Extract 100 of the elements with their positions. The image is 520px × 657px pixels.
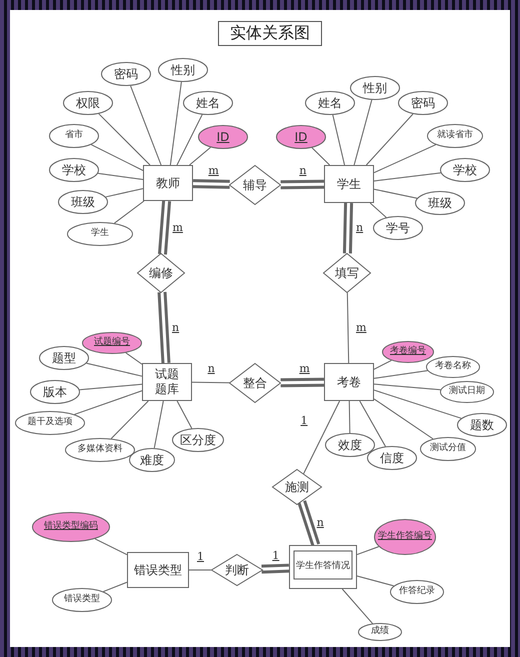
connector-line bbox=[359, 400, 386, 447]
connector-line bbox=[130, 85, 162, 166]
connector-line bbox=[303, 400, 340, 474]
relationship-diamond: 填写 bbox=[323, 253, 371, 293]
entity-box: 错误类型 bbox=[127, 552, 189, 588]
connector-line bbox=[189, 146, 212, 166]
attribute-ellipse: 学校 bbox=[49, 158, 99, 182]
attribute-ellipse: 作答纪录 bbox=[390, 580, 444, 604]
relationship-diamond: 整合 bbox=[229, 363, 281, 403]
attribute-ellipse: 就读省市 bbox=[427, 124, 483, 148]
attribute-ellipse: 学校 bbox=[440, 158, 490, 182]
connector-line bbox=[342, 201, 354, 255]
key-attribute-ellipse: 试题编号 bbox=[82, 332, 142, 354]
cardinality-label: n bbox=[355, 222, 364, 234]
connector-line bbox=[348, 400, 350, 434]
cardinality-label: m bbox=[298, 363, 311, 376]
connector-line bbox=[260, 564, 291, 574]
connector-line bbox=[125, 352, 142, 365]
cardinality-label: 1 bbox=[300, 415, 309, 428]
attribute-ellipse: 难度 bbox=[129, 448, 175, 472]
connector-line bbox=[279, 180, 326, 190]
attribute-ellipse: 班级 bbox=[415, 191, 465, 215]
attribute-ellipse: 学生 bbox=[67, 222, 133, 246]
attribute-ellipse: 题干及选项 bbox=[15, 411, 85, 435]
connector-line bbox=[90, 144, 144, 171]
connector-line bbox=[366, 114, 414, 166]
attribute-ellipse: 错误类型 bbox=[52, 588, 112, 612]
key-attribute-ellipse: 学生作答编号 bbox=[374, 519, 436, 555]
connector-line bbox=[374, 360, 392, 370]
key-attribute-ellipse: 错误类型编码 bbox=[32, 512, 110, 542]
connector-line bbox=[98, 113, 150, 166]
connector-line bbox=[356, 576, 394, 586]
connector-line bbox=[374, 390, 462, 419]
cardinality-label: n bbox=[316, 517, 325, 530]
attribute-ellipse: 区分度 bbox=[172, 428, 224, 452]
connector-line bbox=[279, 378, 326, 388]
connector-line bbox=[102, 582, 128, 592]
connector-line bbox=[94, 538, 128, 556]
attribute-ellipse: 版本 bbox=[30, 380, 80, 404]
relationship-diamond: 判断 bbox=[211, 554, 263, 586]
connector-line bbox=[79, 384, 142, 390]
connector-line bbox=[176, 400, 192, 429]
attribute-ellipse: 效度 bbox=[325, 433, 375, 457]
connector-line bbox=[342, 588, 374, 624]
connector-line bbox=[374, 370, 428, 379]
connector-line bbox=[374, 398, 434, 440]
attribute-ellipse: 题数 bbox=[457, 413, 507, 437]
attribute-ellipse: 学号 bbox=[373, 216, 423, 240]
attribute-ellipse: 省市 bbox=[49, 124, 99, 148]
attribute-ellipse: 班级 bbox=[58, 190, 108, 214]
attribute-ellipse: 密码 bbox=[398, 91, 448, 115]
attribute-ellipse: 测试分值 bbox=[420, 437, 476, 461]
attribute-ellipse: 密码 bbox=[101, 62, 151, 86]
connector-line bbox=[374, 144, 436, 174]
key-attribute-ellipse: ID bbox=[198, 125, 248, 149]
attribute-ellipse: 题型 bbox=[39, 346, 89, 370]
connector-line bbox=[105, 188, 144, 198]
cardinality-label: 1 bbox=[196, 551, 205, 563]
entity-box: 试题题库 bbox=[142, 363, 192, 401]
attribute-ellipse: 权限 bbox=[63, 91, 113, 115]
connector-line bbox=[332, 114, 346, 166]
connector-line bbox=[158, 290, 170, 365]
connector-line bbox=[176, 114, 203, 166]
relationship-diamond: 编修 bbox=[137, 253, 185, 293]
title: 实体关系图 bbox=[218, 21, 322, 46]
connector-line bbox=[374, 188, 418, 199]
connector-line bbox=[110, 400, 149, 440]
cardinality-label: n bbox=[298, 165, 308, 178]
cardinality-label: n bbox=[206, 363, 216, 376]
connector-line bbox=[191, 179, 232, 189]
attribute-ellipse: 性别 bbox=[350, 76, 400, 100]
connector-line bbox=[74, 390, 142, 415]
entity-box: 学生 bbox=[324, 165, 374, 203]
attribute-ellipse: 姓名 bbox=[305, 91, 355, 115]
relationship-diamond: 辅导 bbox=[229, 165, 281, 205]
connector-line bbox=[354, 99, 372, 166]
attribute-ellipse: 信度 bbox=[367, 446, 417, 470]
connector-line bbox=[98, 172, 144, 180]
connector-line bbox=[154, 400, 164, 449]
entity-box: 教师 bbox=[143, 165, 193, 201]
connector-line bbox=[114, 200, 144, 224]
connector-line bbox=[374, 172, 442, 182]
connector-line bbox=[158, 199, 172, 256]
connector-line bbox=[370, 202, 387, 218]
relationship-diamond: 施测 bbox=[272, 469, 322, 505]
attribute-ellipse: 性别 bbox=[158, 58, 208, 82]
attribute-ellipse: 成绩 bbox=[358, 623, 402, 641]
attribute-ellipse: 测试日期 bbox=[440, 381, 494, 403]
weak-entity-box: 学生作答情况 bbox=[289, 545, 357, 589]
key-attribute-ellipse: ID bbox=[276, 125, 326, 149]
connector-line bbox=[86, 362, 142, 377]
connector-line bbox=[170, 81, 182, 166]
connector-line bbox=[312, 147, 330, 166]
connector-line bbox=[192, 382, 230, 384]
connector-line bbox=[297, 499, 320, 548]
connector-line bbox=[374, 384, 442, 390]
entity-box: 考卷 bbox=[324, 363, 374, 401]
attribute-ellipse: 多媒体资料 bbox=[65, 438, 135, 462]
connector-line bbox=[346, 292, 350, 364]
attribute-ellipse: 姓名 bbox=[183, 91, 233, 115]
